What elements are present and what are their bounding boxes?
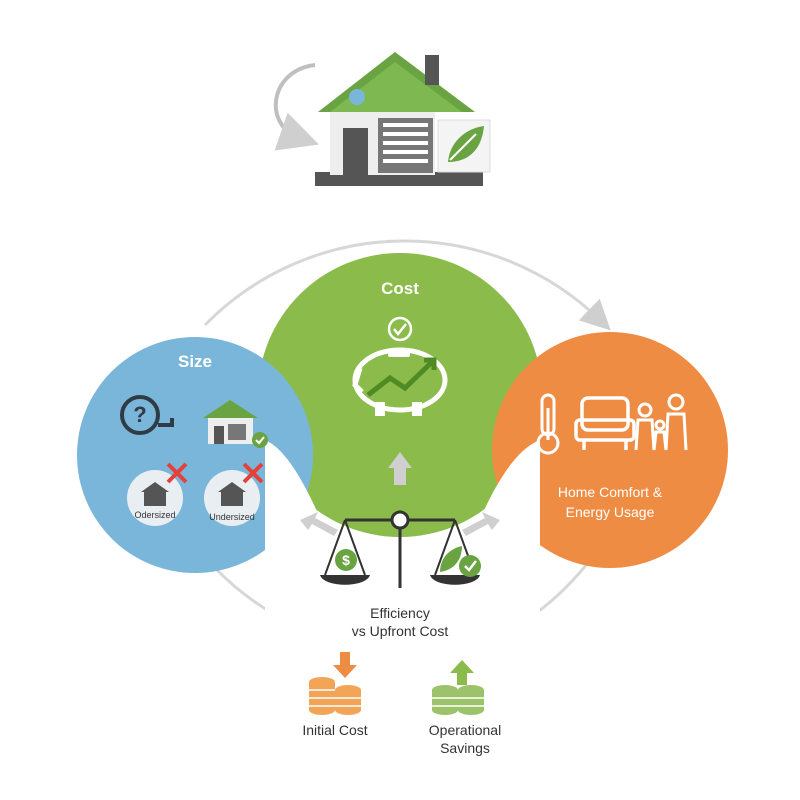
- balance-label-line2: vs Upfront Cost: [351, 623, 449, 639]
- family-icon: [634, 393, 688, 451]
- cost-circle: [258, 253, 542, 537]
- comfort-title-line2: Energy Usage: [565, 504, 655, 520]
- balance-scale-icon: $: [320, 510, 481, 588]
- operational-savings-label: Operational Savings: [410, 721, 520, 757]
- cost-title: Cost: [381, 279, 419, 298]
- direction-arrows: [300, 452, 500, 536]
- house-check-icon: [203, 400, 268, 448]
- comfort-circle: [492, 332, 728, 568]
- balance-label: Efficiency vs Upfront Cost: [320, 604, 480, 640]
- operational-savings-line2: Savings: [440, 740, 490, 756]
- armchair-icon: [574, 396, 636, 450]
- operational-savings-coins-icon: [432, 660, 484, 715]
- svg-text:$: $: [342, 552, 350, 568]
- oversized-house-icon: [127, 462, 188, 526]
- piggy-bank-icon: [352, 347, 448, 416]
- operational-savings-line1: Operational: [428, 722, 502, 738]
- svg-text:?: ?: [133, 402, 146, 427]
- initial-cost-coins-icon: [309, 652, 361, 715]
- check-circle-icon: [387, 316, 413, 342]
- comfort-title-line1: Home Comfort &: [557, 484, 663, 500]
- balance-label-line1: Efficiency: [370, 605, 430, 621]
- undersized-house-icon: [204, 462, 264, 526]
- thermometer-icon: [536, 393, 560, 455]
- oversized-label: Odersized: [134, 510, 176, 520]
- undersized-label: Undersized: [209, 512, 255, 522]
- initial-cost-label: Initial Cost: [302, 722, 368, 738]
- tape-measure-question-icon: ?: [120, 395, 174, 435]
- size-title: Size: [177, 352, 213, 371]
- comfort-title: Home Comfort & Energy Usage: [520, 482, 700, 522]
- house-icon: [315, 52, 491, 186]
